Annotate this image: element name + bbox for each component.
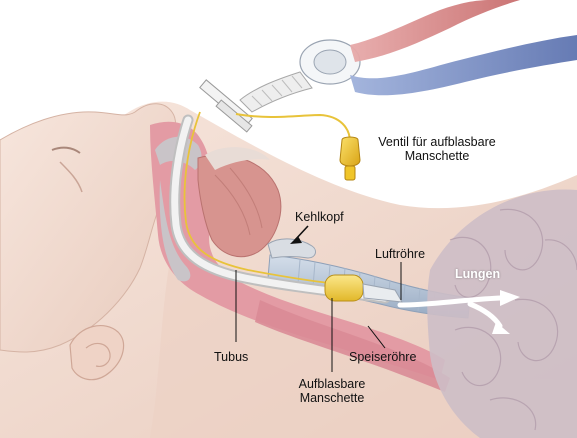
label-manschette-line1: Aufblasbare	[280, 377, 384, 391]
label-ventil: Ventil für aufblasbare Manschette	[362, 135, 512, 163]
label-manschette-line2: Manschette	[280, 391, 384, 405]
label-ventil-line1: Ventil für aufblasbare	[362, 135, 512, 149]
label-ventil-line2: Manschette	[362, 149, 512, 163]
label-kehlkopf: Kehlkopf	[295, 210, 344, 224]
label-speiseroehre: Speiseröhre	[349, 350, 416, 364]
label-aufblasbare-manschette: Aufblasbare Manschette	[280, 377, 384, 405]
label-tubus: Tubus	[214, 350, 248, 364]
label-luftroehre: Luftröhre	[375, 247, 425, 261]
cuff	[325, 275, 363, 301]
label-lungen: Lungen	[455, 267, 500, 281]
